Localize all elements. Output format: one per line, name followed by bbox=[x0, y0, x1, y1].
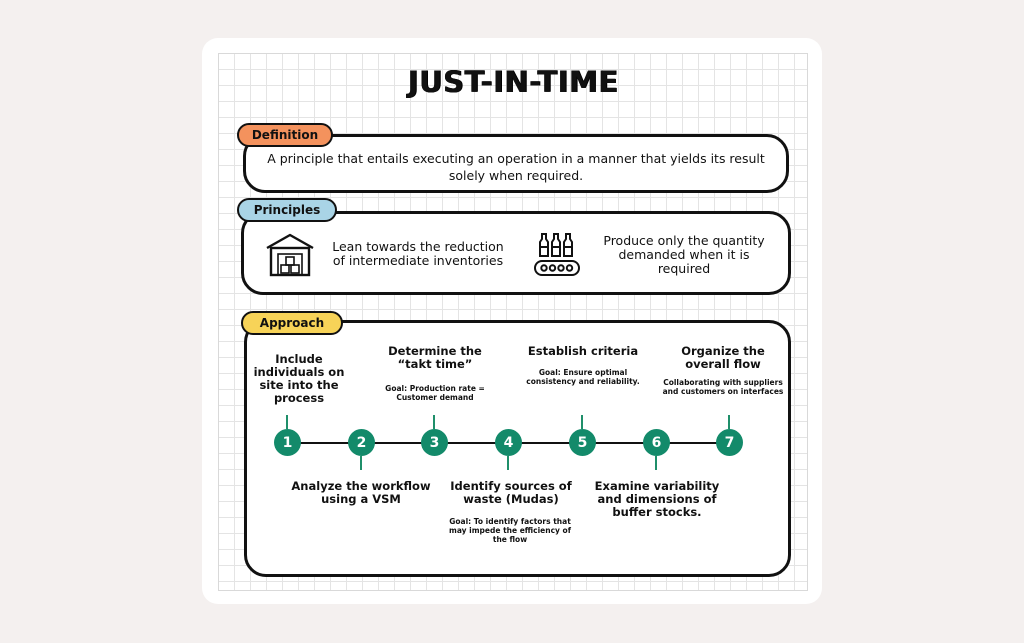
step-node-2: 2 bbox=[348, 429, 375, 456]
principle-text-1: Lean towards the reduction of intermedia… bbox=[332, 239, 504, 268]
timeline-tick bbox=[581, 415, 583, 429]
timeline-tick bbox=[655, 456, 657, 470]
step-goal-7: Collaborating with suppliers and custome… bbox=[662, 378, 784, 396]
definition-box: A principle that entails executing an op… bbox=[243, 134, 789, 193]
timeline-tick bbox=[360, 456, 362, 470]
step-title-3: Determine the “takt time” bbox=[388, 344, 482, 371]
step-goal-5: Goal: Ensure optimal consistency and rel… bbox=[526, 368, 640, 386]
step-title-4: Identify sources of waste (Mudas) bbox=[450, 479, 572, 506]
step-goal-3: Goal: Production rate = Customer demand bbox=[385, 384, 485, 402]
warehouse-icon bbox=[266, 233, 314, 277]
step-node-1: 1 bbox=[274, 429, 301, 456]
step-title-5: Establish criteria bbox=[527, 344, 639, 358]
definition-tag: Definition bbox=[237, 123, 333, 147]
step-title-7: Organize the overall flow bbox=[681, 344, 765, 371]
principle-text-2: Produce only the quantity demanded when … bbox=[603, 233, 765, 276]
step-node-4: 4 bbox=[495, 429, 522, 456]
step-node-3: 3 bbox=[421, 429, 448, 456]
principles-box: Lean towards the reduction of intermedia… bbox=[241, 211, 791, 295]
infographic: JUST-IN-TIME A principle that entails ex… bbox=[218, 53, 808, 591]
step-title-2: Analyze the workflow using a VSM bbox=[291, 479, 431, 506]
timeline-tick bbox=[433, 415, 435, 429]
timeline-tick bbox=[507, 456, 509, 470]
principles-tag: Principles bbox=[237, 198, 337, 222]
approach-tag: Approach bbox=[241, 311, 343, 335]
timeline-tick bbox=[728, 415, 730, 429]
step-goal-4: Goal: To identify factors that may imped… bbox=[449, 517, 571, 544]
conveyor-bottles-icon bbox=[534, 233, 580, 276]
page-title: JUST-IN-TIME bbox=[407, 65, 619, 99]
step-node-6: 6 bbox=[643, 429, 670, 456]
step-title-6: Examine variability and dimensions of bu… bbox=[594, 479, 720, 519]
step-title-1: Include individuals on site into the pro… bbox=[253, 352, 345, 405]
step-node-5: 5 bbox=[569, 429, 596, 456]
definition-text: A principle that entails executing an op… bbox=[267, 151, 765, 183]
step-node-7: 7 bbox=[716, 429, 743, 456]
timeline-tick bbox=[286, 415, 288, 429]
